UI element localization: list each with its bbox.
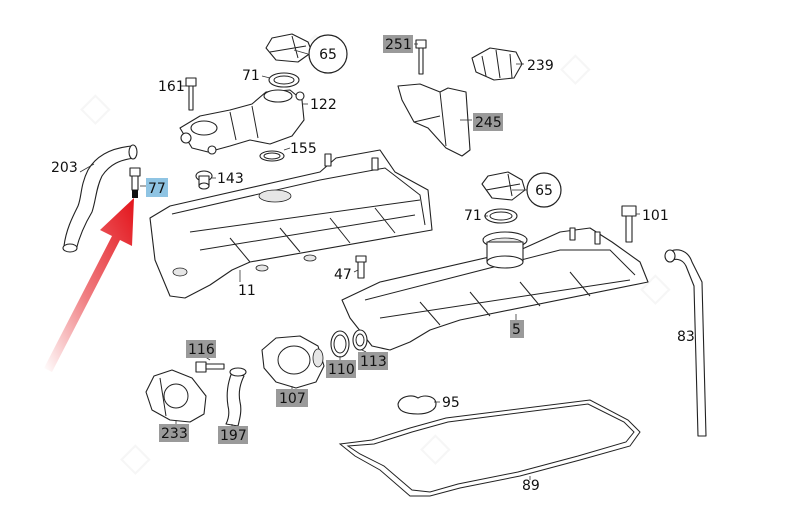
callout-label-245: 245	[475, 115, 502, 131]
callout-label-77: 77	[148, 181, 166, 197]
callout-label-83: 83	[677, 329, 695, 345]
callout-label-71-right: 71	[464, 208, 482, 224]
shaded-tag-5	[510, 320, 524, 338]
shaded-tag-197	[218, 426, 248, 444]
gasket-part-89	[338, 399, 641, 497]
callout-label-101: 101	[642, 208, 669, 224]
callout-label-110: 110	[328, 362, 355, 378]
callout-65-top: 65	[308, 34, 348, 74]
shaded-tag-233	[159, 424, 189, 442]
clip-part-239	[471, 47, 523, 81]
callout-label-11: 11	[238, 283, 256, 299]
plug-part-143	[195, 170, 213, 190]
callout-label-95: 95	[442, 395, 460, 411]
callout-label-155: 155	[290, 141, 317, 157]
ring-part-113	[352, 329, 368, 351]
cover-part-233	[145, 369, 207, 423]
callout-label-89: 89	[522, 478, 540, 494]
callout-label-65-right: 65	[535, 183, 553, 199]
svg-text:◇: ◇	[640, 264, 671, 310]
shaded-tag-107	[276, 389, 308, 407]
shaded-tag-251	[383, 35, 413, 53]
hose-part-197	[225, 367, 247, 427]
callout-label-116: 116	[188, 342, 215, 358]
bolt-part-161	[185, 77, 197, 111]
callout-label-203: 203	[51, 160, 78, 176]
callout-label-71-top: 71	[242, 68, 260, 84]
callout-65-right: 65	[526, 172, 562, 208]
leader-lines	[79, 43, 640, 480]
bolt-part-116	[195, 361, 225, 373]
svg-text:◇: ◇	[80, 84, 111, 130]
svg-text:◇: ◇	[560, 44, 591, 90]
seal-ring-right	[484, 208, 518, 224]
background-watermark: ◇ ◇ ◇ ◇ ◇ ◇	[80, 24, 671, 480]
shaded-tag-245	[473, 113, 503, 131]
shaded-tag-116	[186, 340, 216, 358]
oil-filler-cap-right	[481, 171, 526, 201]
callout-label-197: 197	[220, 428, 247, 444]
o-ring-part-155	[259, 150, 285, 162]
tube-part-83	[664, 249, 707, 437]
callout-label-251: 251	[385, 37, 412, 53]
callout-label-143: 143	[217, 171, 244, 187]
valve-cover-left-part-11	[149, 149, 433, 299]
crankcase-breather-part-122	[179, 89, 305, 155]
pump-part-107	[261, 335, 325, 389]
seal-ring-top	[268, 72, 300, 88]
callout-label-47: 47	[334, 267, 352, 283]
highlight-tag-77	[146, 178, 168, 197]
gasket-part-95	[397, 395, 437, 415]
callout-label-65-top: 65	[319, 47, 337, 63]
shaded-tag-110	[326, 360, 356, 378]
svg-text:◇: ◇	[420, 424, 451, 470]
sensor-part-77	[129, 167, 141, 198]
shaded-tag-113	[358, 352, 388, 370]
callout-label-113: 113	[360, 354, 387, 370]
hose-part-203	[62, 144, 138, 253]
valve-cover-right-part-5	[341, 227, 649, 351]
bolt-part-251	[415, 39, 427, 75]
bracket-part-245	[397, 83, 471, 157]
callout-label-122: 122	[310, 97, 337, 113]
stud-part-47	[355, 255, 367, 279]
svg-text:◇: ◇	[120, 434, 151, 480]
ring-part-110	[330, 330, 350, 358]
red-pointer-arrow	[44, 198, 134, 372]
callout-label-107: 107	[279, 391, 306, 407]
callout-label-239: 239	[527, 58, 554, 74]
callout-label-161: 161	[158, 79, 185, 95]
oil-filler-cap-top	[265, 33, 313, 63]
callout-label-233: 233	[161, 426, 188, 442]
bolt-part-101	[621, 205, 637, 243]
callout-label-5: 5	[512, 322, 521, 338]
